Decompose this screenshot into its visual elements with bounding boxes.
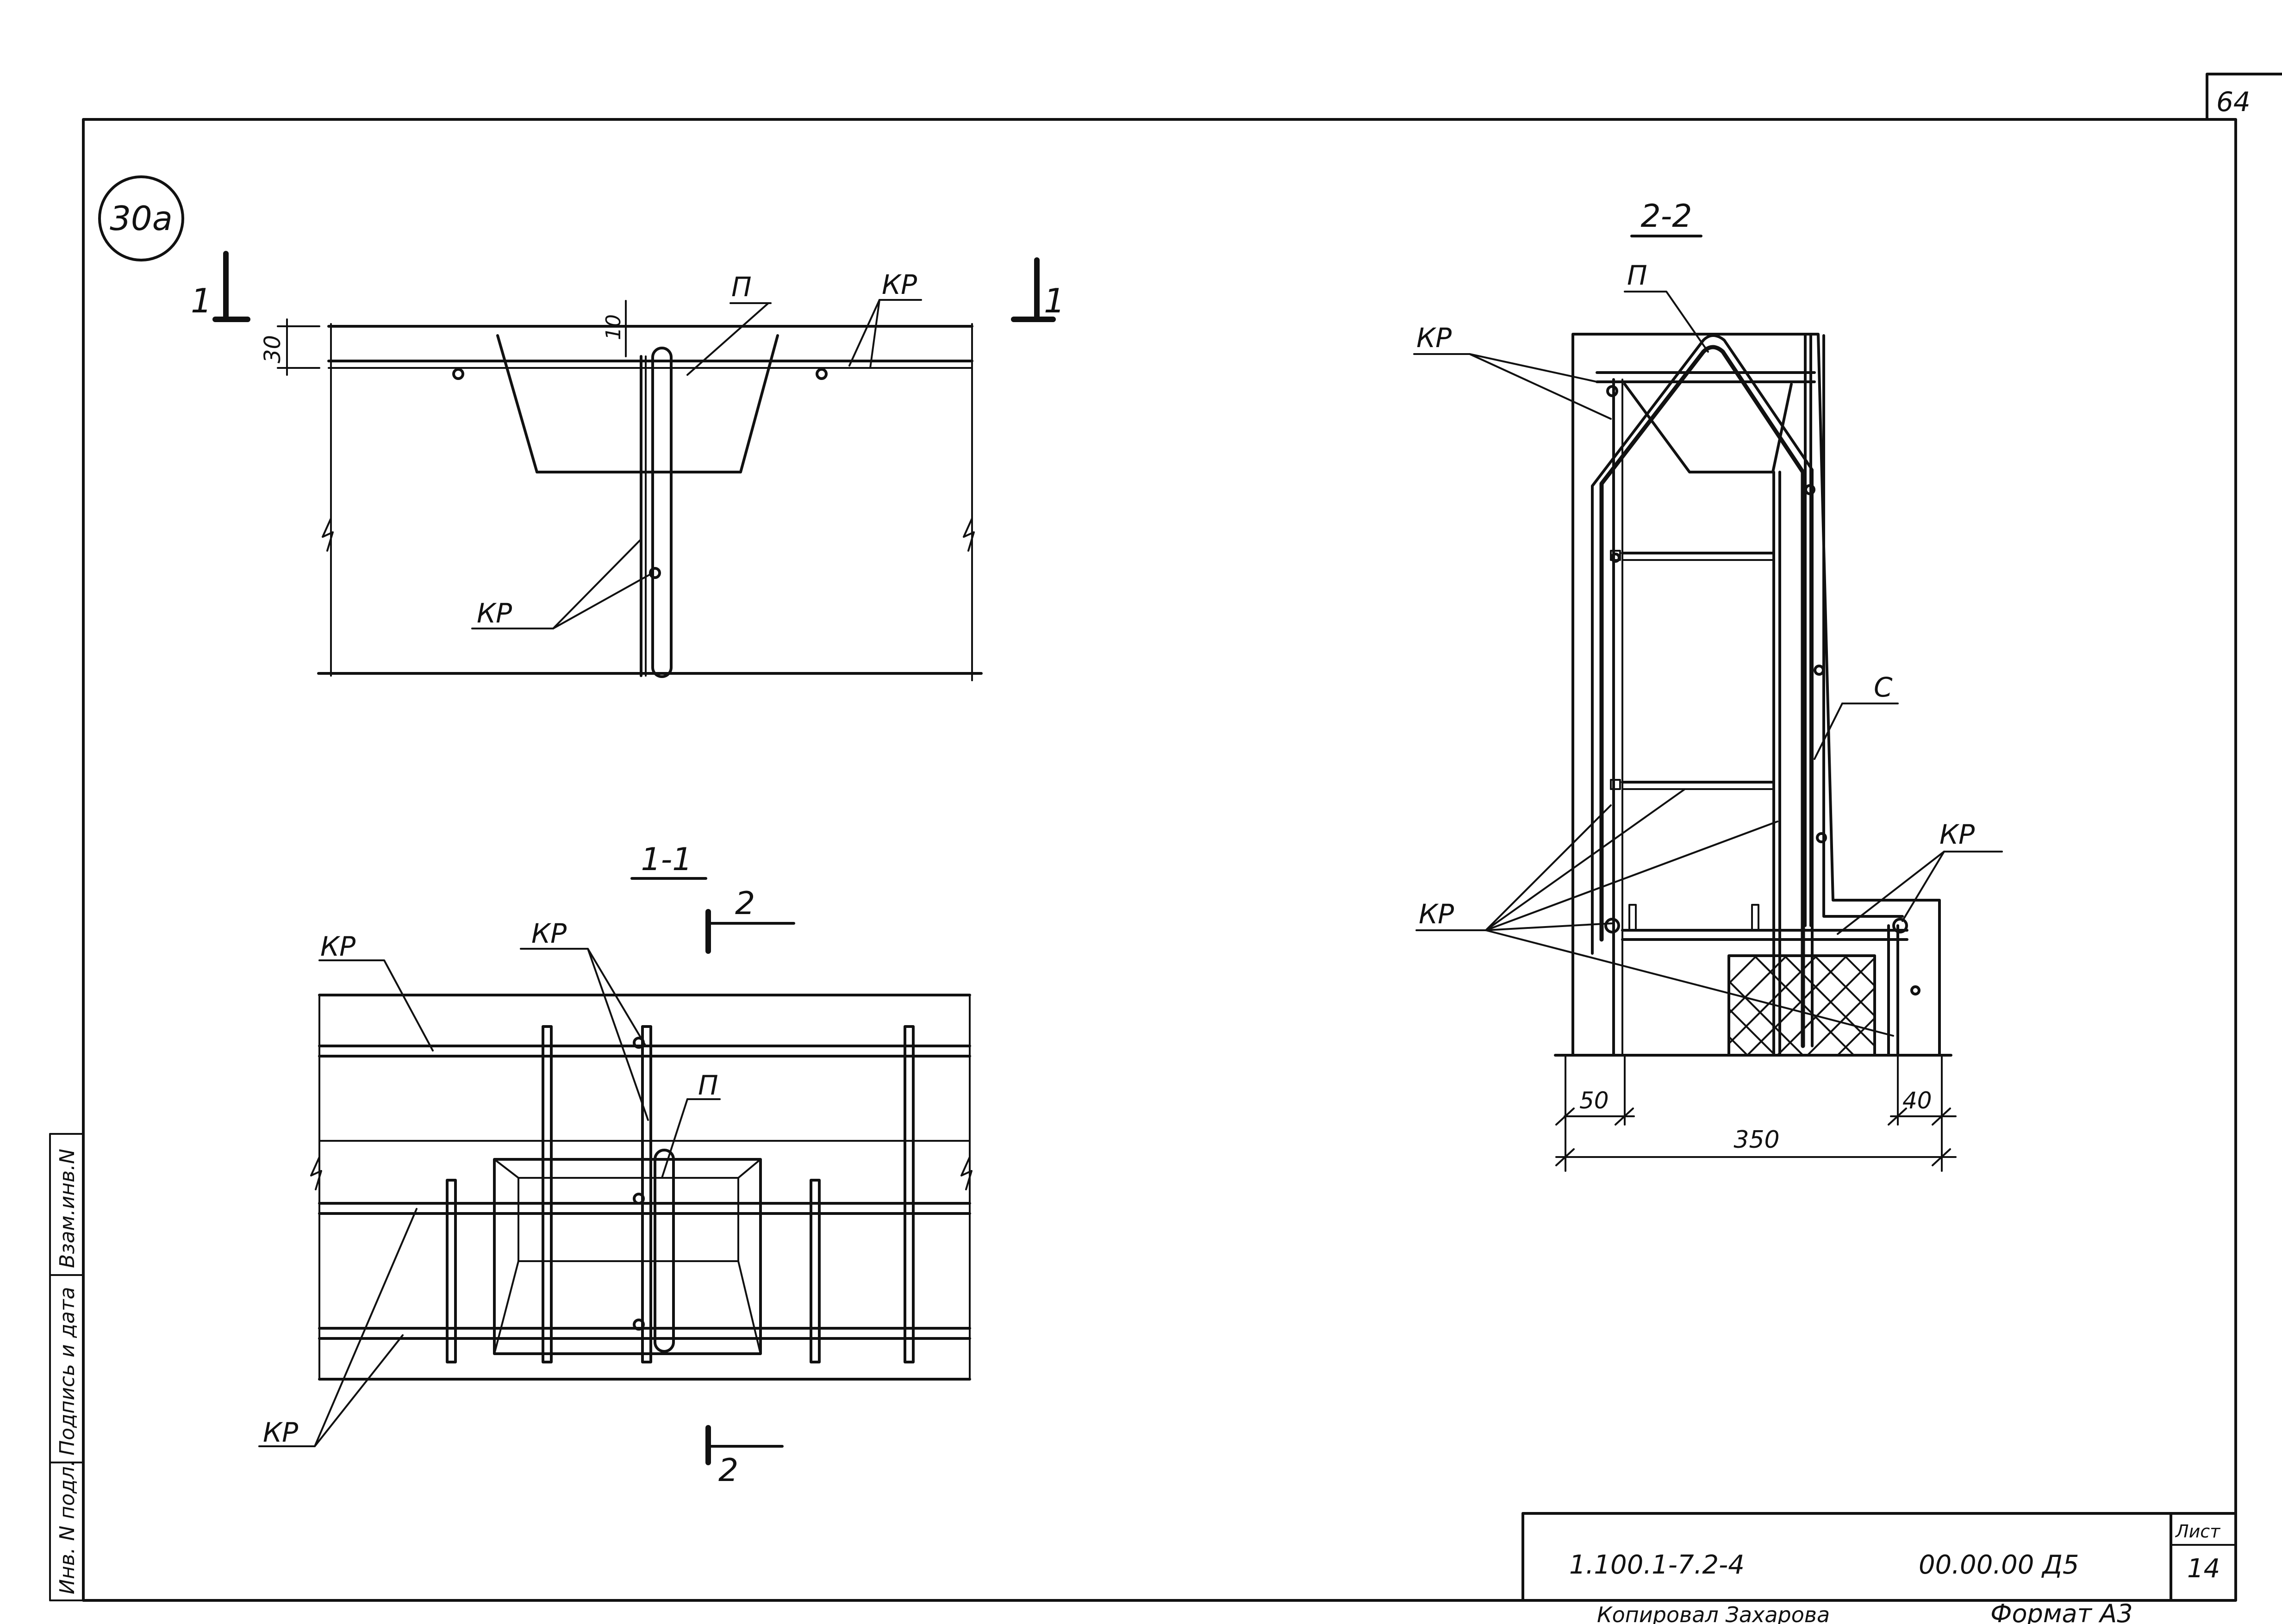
section-1-1-label-kp-left: КР <box>320 931 355 962</box>
plan-label-kp-top: КР <box>882 269 917 300</box>
section-2-2-dim-50: 50 <box>1579 1087 1609 1114</box>
section-2-2-dim-40: 40 <box>1902 1087 1932 1114</box>
format-label: Формат А3 <box>1990 1599 2133 1624</box>
plan-label-kp-mid: КР <box>477 597 512 629</box>
inventory-replacement-label: Взам.инв.N <box>56 1149 79 1268</box>
plan-section-mark-right: 1 <box>1044 281 1065 320</box>
plan-label-loop: П <box>731 271 752 303</box>
section-1-1-cut-mark-top: 2 <box>735 885 755 922</box>
detail-mark-label: 30а <box>110 199 173 238</box>
section-2-2-label-kp-top: КР <box>1416 322 1452 354</box>
section-1-1-cut-mark-bottom: 2 <box>718 1452 738 1489</box>
section-1-1-view <box>258 909 973 1465</box>
section-2-2-label-kp-right: КР <box>1939 819 1975 850</box>
section-2-2-label-kp-left: КР <box>1419 898 1454 930</box>
section-2-2-title: 2-2 <box>1640 198 1692 235</box>
section-2-2-label-loop: П <box>1627 260 1647 291</box>
title-block-sheet-label: Лист <box>2175 1521 2221 1542</box>
sheet-frame <box>82 73 2282 1602</box>
section-1-1-title: 1-1 <box>641 841 692 878</box>
section-1-1-label-loop: П <box>698 1070 718 1101</box>
title-block-sheet-number: 14 <box>2187 1554 2220 1584</box>
plan-dim-30: 30 <box>260 335 286 363</box>
plan-dim-10: 10 <box>602 314 625 340</box>
detail-mark: 30а <box>98 175 184 261</box>
signature-date-label: Подпись и дата <box>56 1287 79 1456</box>
title-block <box>1521 1512 2237 1602</box>
title-block-code: 00.00.00 Д5 <box>1919 1550 2079 1580</box>
plan-view: 30 10 <box>212 251 1056 681</box>
plan-section-mark-left: 1 <box>191 281 212 320</box>
side-stamp: Инв. N подл. Подпись и дата Взам.инв.N <box>49 1133 84 1601</box>
section-1-1-label-kp-center: КР <box>531 918 567 949</box>
inventory-original-label: Инв. N подл. <box>56 1460 79 1594</box>
page-number: 64 <box>2216 86 2251 118</box>
section-2-2-label-c: С <box>1874 672 1893 703</box>
copied-by-label: Копировал Захарова <box>1597 1602 1830 1624</box>
section-2-2-dim-350: 350 <box>1733 1126 1779 1154</box>
title-block-designation: 1.100.1-7.2-4 <box>1569 1550 1745 1580</box>
section-2-2-view <box>1413 291 2003 1172</box>
section-1-1-label-kp-bottom: КР <box>263 1417 298 1448</box>
